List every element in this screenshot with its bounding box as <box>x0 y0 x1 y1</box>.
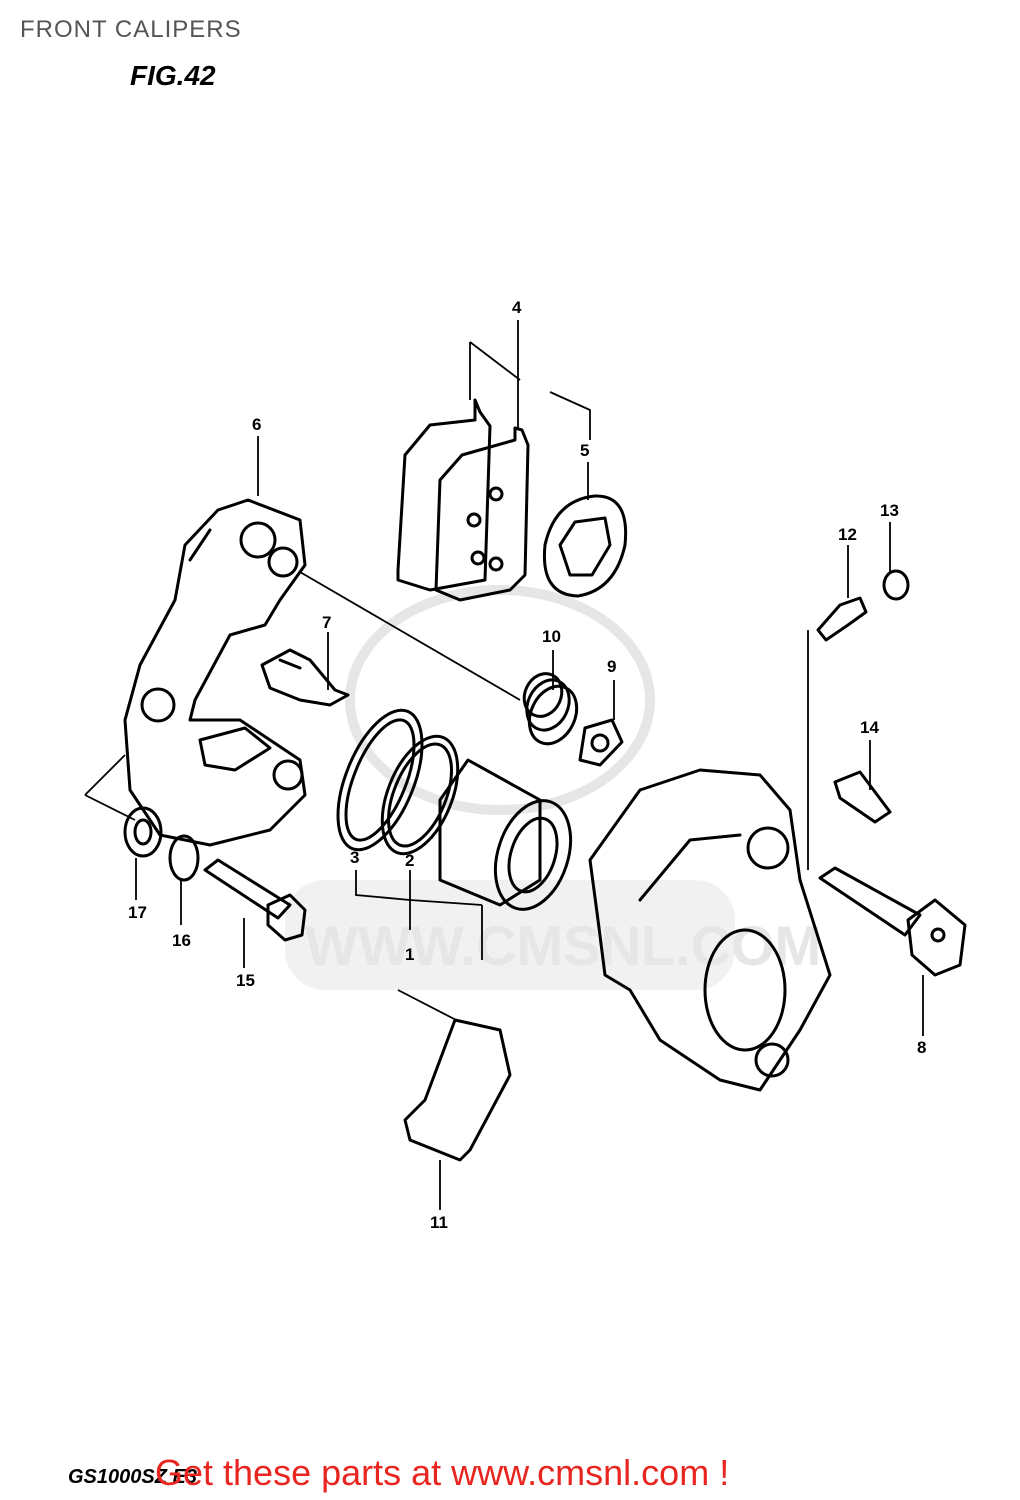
callout-14: 14 <box>860 718 879 737</box>
mount-bolt <box>203 858 307 942</box>
callout-labels: 4 5 6 7 10 9 12 13 14 3 2 1 17 16 15 8 1… <box>128 298 926 1232</box>
pad-shim <box>542 494 628 598</box>
callout-2: 2 <box>405 851 414 870</box>
watermark-logo: WWW.CMSNL.COM <box>285 585 821 990</box>
model-code: GS1000SZ E3 <box>68 1466 197 1488</box>
boot <box>578 718 624 767</box>
bleeder-cap <box>882 569 910 601</box>
callout-16: 16 <box>172 931 191 950</box>
callout-12: 12 <box>838 525 857 544</box>
dust-seal <box>336 708 424 852</box>
piston-seal <box>380 734 460 856</box>
callout-3: 3 <box>350 848 359 867</box>
callout-11: 11 <box>430 1213 448 1232</box>
caliper-bolt <box>818 866 967 977</box>
lock-washer <box>168 834 200 882</box>
caliper-body <box>588 768 832 1092</box>
callout-8: 8 <box>917 1038 926 1057</box>
pad-retainer <box>833 770 892 824</box>
spring <box>522 672 579 746</box>
callout-10: 10 <box>542 627 561 646</box>
watermark-text: WWW.CMSNL.COM <box>305 914 821 977</box>
callout-7: 7 <box>322 613 331 632</box>
callout-13: 13 <box>880 501 899 520</box>
pad-spring <box>260 648 350 707</box>
callout-1: 1 <box>405 945 414 964</box>
cta-banner[interactable]: Get these parts at www.cmsnl.com ! <box>155 1452 730 1493</box>
callout-6: 6 <box>252 415 261 434</box>
figure-label: FIG.42 <box>130 60 216 91</box>
callout-17: 17 <box>128 903 147 922</box>
caliper-bracket <box>123 498 307 847</box>
piston <box>438 758 573 911</box>
callout-9: 9 <box>607 657 616 676</box>
bleeder-valve <box>816 596 868 642</box>
callout-4: 4 <box>512 298 522 317</box>
callout-15: 15 <box>236 971 255 990</box>
page-title: FRONT CALIPERS <box>20 16 242 43</box>
plain-washer <box>123 806 163 858</box>
support-plate <box>403 1018 512 1162</box>
brake-pads <box>396 398 530 602</box>
callout-5: 5 <box>580 441 589 460</box>
